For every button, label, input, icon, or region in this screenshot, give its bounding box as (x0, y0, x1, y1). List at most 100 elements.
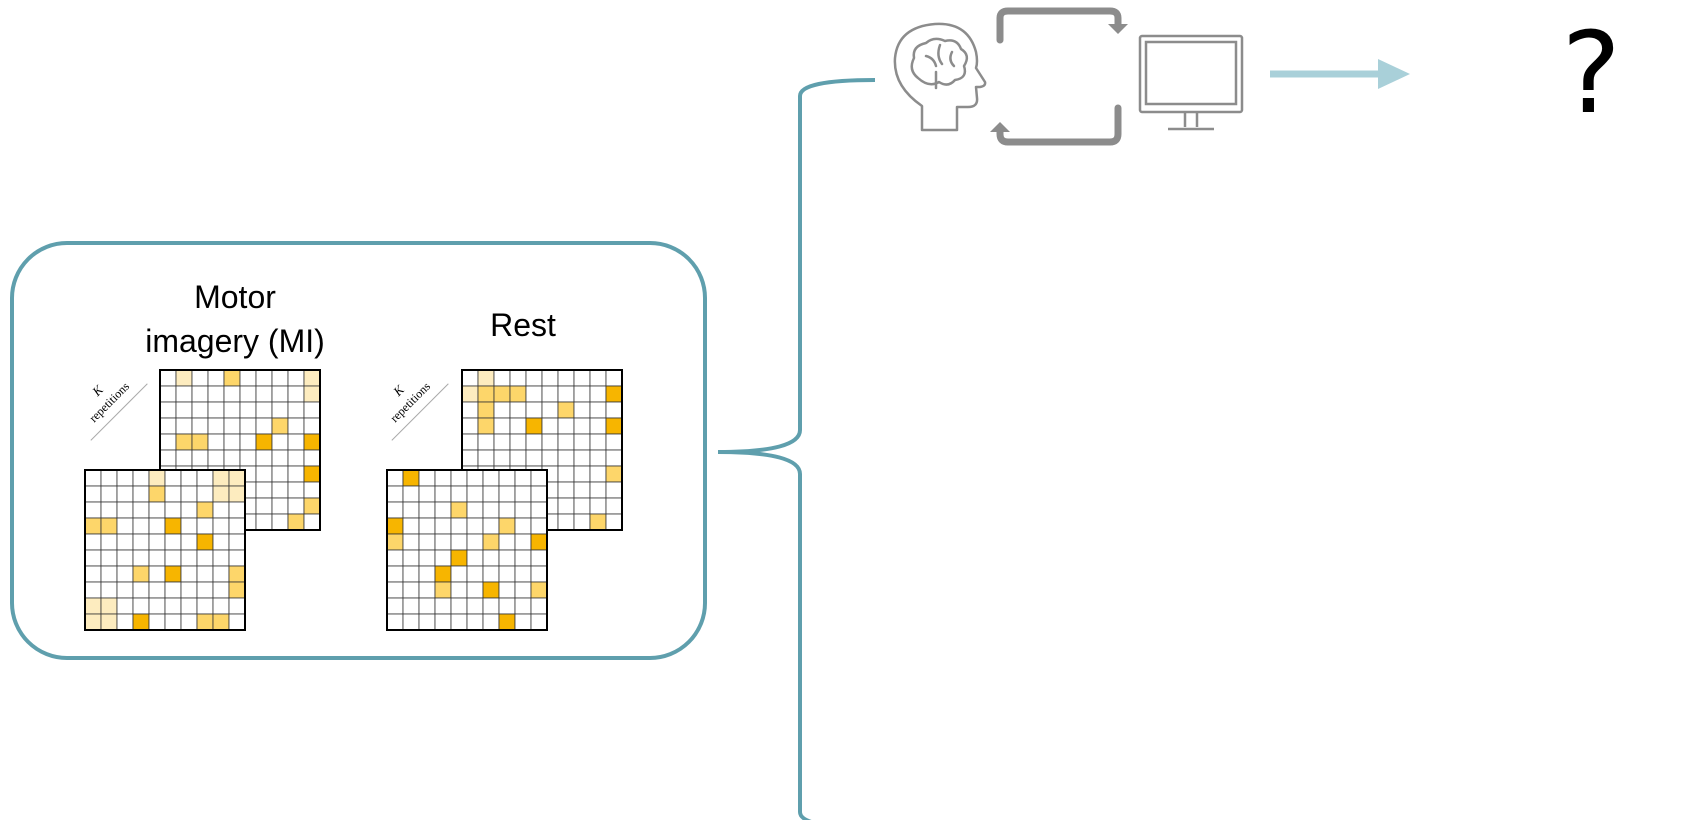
matrix-cell (196, 597, 214, 615)
matrix-cell (116, 501, 134, 519)
matrix-cell (228, 485, 246, 503)
matrix-cell (434, 533, 452, 551)
matrix-cell (271, 433, 289, 451)
matrix-cell (514, 581, 532, 599)
matrix-cell (255, 369, 273, 387)
matrix-cell (402, 485, 420, 503)
matrix-cell (159, 417, 177, 435)
matrix-cell (450, 469, 468, 487)
matrix-cell (530, 597, 548, 615)
matrix-cell (196, 565, 214, 583)
matrix-cell (148, 469, 166, 487)
matrix-cell (525, 385, 543, 403)
matrix-cell (228, 549, 246, 567)
matrix-cell (180, 565, 198, 583)
matrix-cell (466, 549, 484, 567)
matrix-cell (434, 501, 452, 519)
matrix-cell (589, 449, 607, 467)
matrix-cell (164, 469, 182, 487)
matrix-cell (514, 549, 532, 567)
matrix-cell (228, 501, 246, 519)
matrix-cell (450, 549, 468, 567)
matrix-cell (605, 385, 623, 403)
matrix-cell (386, 597, 404, 615)
matrix-cell (175, 385, 193, 403)
matrix-cell (207, 417, 225, 435)
matrix-cell (159, 433, 177, 451)
matrix-cell (498, 469, 516, 487)
matrix-cell (461, 401, 479, 419)
matrix-cell (589, 433, 607, 451)
matrix-cell (509, 385, 527, 403)
matrix-cell (223, 417, 241, 435)
matrix-cell (573, 417, 591, 435)
matrix-cell (100, 501, 118, 519)
matrix-cell (482, 581, 500, 599)
matrix-cell (255, 433, 273, 451)
matrix-cell (271, 385, 289, 403)
matrix-cell (509, 433, 527, 451)
matrix-cell (228, 581, 246, 599)
matrix-cell (557, 513, 575, 531)
matrix-cell (541, 385, 559, 403)
matrix-cell (84, 501, 102, 519)
matrix-cell (255, 401, 273, 419)
matrix-cell (477, 385, 495, 403)
matrix-cell (418, 485, 436, 503)
matrix-cell (148, 581, 166, 599)
matrix-cell (477, 369, 495, 387)
matrix-cell (255, 481, 273, 499)
matrix-cell (132, 549, 150, 567)
matrix-cell (434, 517, 452, 535)
matrix-cell (164, 565, 182, 583)
matrix-cell (255, 465, 273, 483)
matrix-cell (434, 581, 452, 599)
matrix-cell (223, 433, 241, 451)
loop-arrowhead-top (1108, 24, 1128, 34)
matrix-cell (148, 517, 166, 535)
matrix-cell (303, 497, 321, 515)
matrix-cell (402, 517, 420, 535)
matrix-cell (541, 449, 559, 467)
matrix-cell (287, 497, 305, 515)
matrix-cell (493, 385, 511, 403)
matrix-cell (514, 533, 532, 551)
matrix-cell (514, 517, 532, 535)
matrix-cell (477, 417, 495, 435)
matrix-cell (164, 597, 182, 615)
matrix-cell (132, 485, 150, 503)
matrix-cell (212, 597, 230, 615)
matrix-cell (271, 513, 289, 531)
matrix-cell (287, 449, 305, 467)
monitor-icon (1138, 34, 1244, 131)
matrix-cell (493, 433, 511, 451)
matrix-cell (303, 385, 321, 403)
matrix-cell (175, 433, 193, 451)
matrix-cell (498, 517, 516, 535)
matrix-cell (589, 465, 607, 483)
matrix-cell (530, 469, 548, 487)
matrix-cell (239, 417, 257, 435)
matrix-cell (303, 433, 321, 451)
matrix-cell (450, 533, 468, 551)
matrix-cell (100, 565, 118, 583)
matrix-cell (164, 613, 182, 631)
matrix-cell (84, 581, 102, 599)
matrix-cell (461, 417, 479, 435)
matrix-cell (525, 401, 543, 419)
matrix-cell (530, 549, 548, 567)
matrix-cell (100, 517, 118, 535)
matrix-cell (525, 449, 543, 467)
matrix-cell (132, 597, 150, 615)
matrix-cell (239, 401, 257, 419)
matrix-cell (191, 369, 209, 387)
matrix-cell (605, 433, 623, 451)
matrix-cell (228, 517, 246, 535)
matrix-cell (287, 401, 305, 419)
matrix-cell (557, 465, 575, 483)
matrix-cell (482, 565, 500, 583)
matrix-cell (132, 565, 150, 583)
matrix-cell (589, 401, 607, 419)
matrix-cell (196, 469, 214, 487)
